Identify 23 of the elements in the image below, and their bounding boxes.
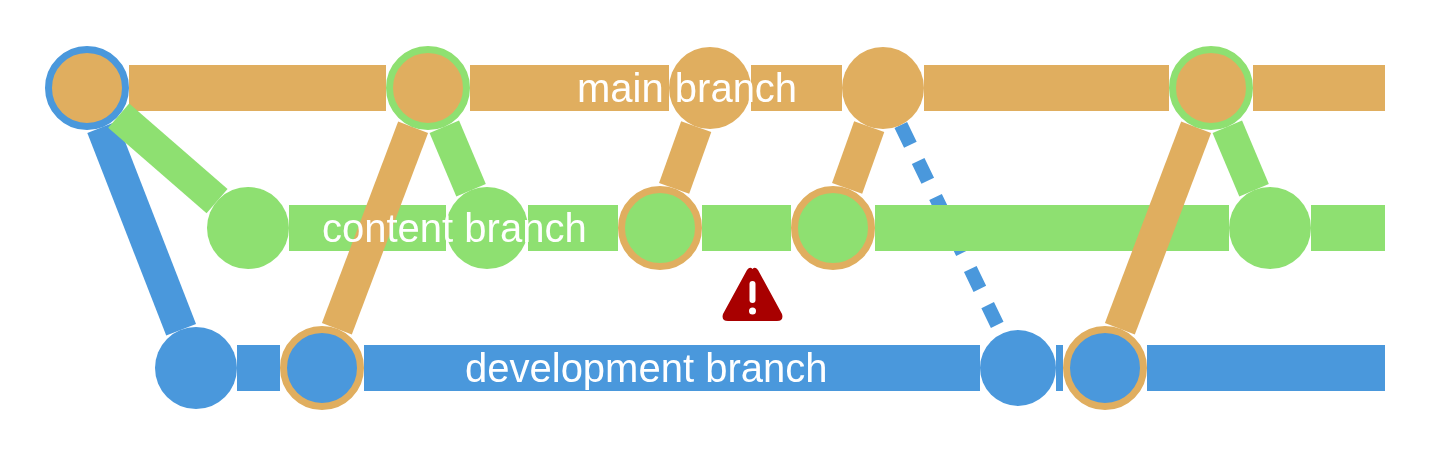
merge-line <box>87 121 197 336</box>
branch-line <box>751 65 842 111</box>
branch-line <box>924 65 1169 111</box>
branch-line <box>528 205 618 251</box>
branch-line <box>129 65 386 111</box>
branch-line <box>470 65 669 111</box>
branch-line <box>1253 65 1385 111</box>
commit-circle <box>386 46 470 130</box>
branch-line <box>237 345 280 391</box>
branch-label: development branch <box>465 348 828 388</box>
merge-line <box>659 121 712 194</box>
branch-line <box>364 345 980 391</box>
commit-circle <box>842 47 924 129</box>
merge-line <box>108 103 228 214</box>
branch-label: main branch <box>577 68 798 108</box>
commit-circle <box>1169 46 1253 130</box>
branch-line <box>1311 205 1385 251</box>
commit-circle <box>980 330 1056 406</box>
merge-line <box>1212 120 1269 197</box>
merge-line <box>429 120 486 197</box>
branch-line <box>1056 345 1063 391</box>
merge-line <box>1104 121 1212 335</box>
branch-line <box>1147 345 1385 391</box>
